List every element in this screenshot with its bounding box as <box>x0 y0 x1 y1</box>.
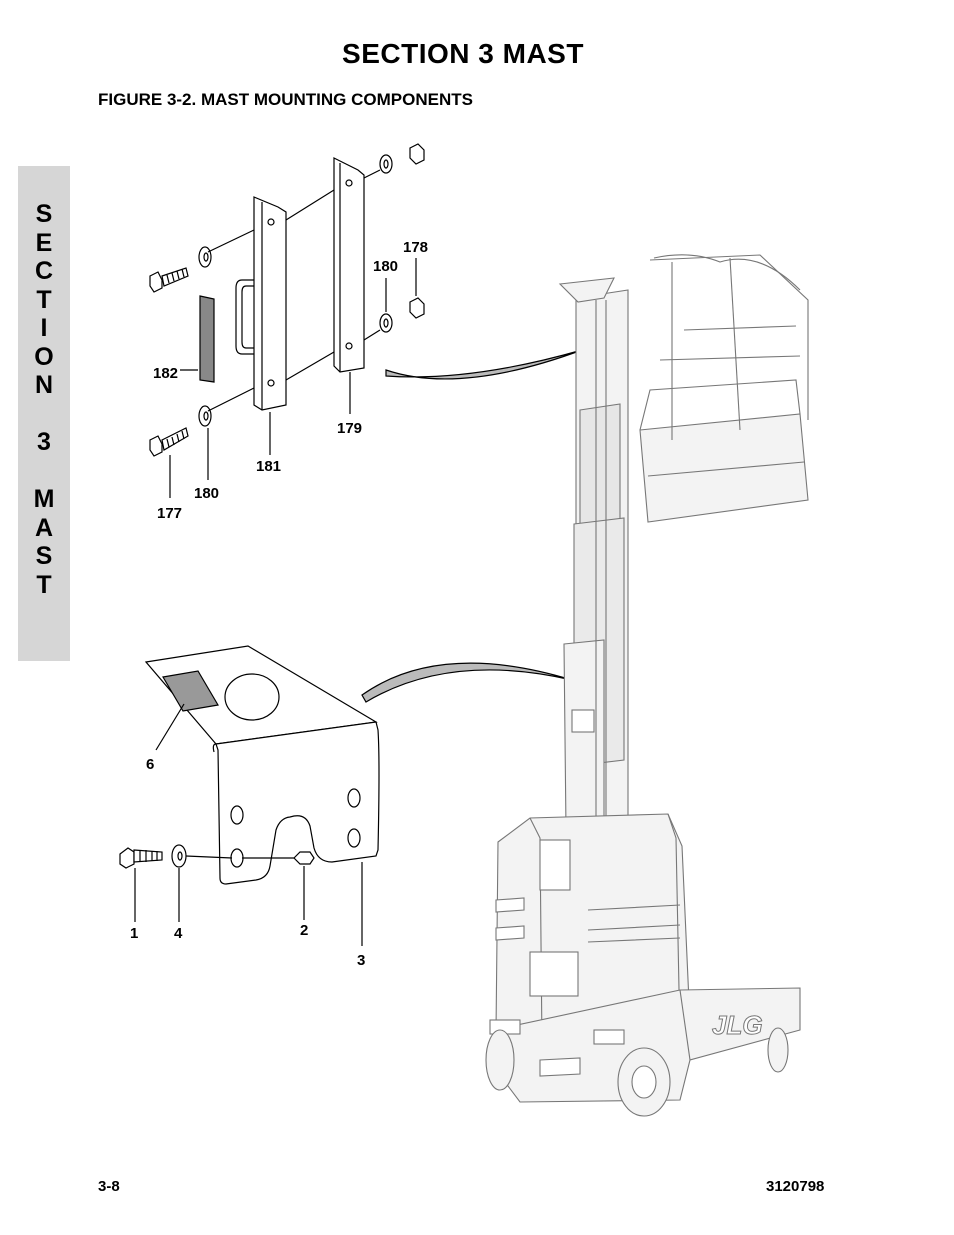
callout-2: 2 <box>300 922 308 939</box>
bolt-icon <box>149 427 189 457</box>
section-side-tab: S E C T I O N 3 M A S T <box>18 166 70 661</box>
side-tab-letter: S <box>35 542 53 570</box>
wheel <box>485 1029 515 1091</box>
control-box <box>563 639 605 831</box>
callout-177: 177 <box>157 505 182 522</box>
side-tab-letter: M <box>33 485 55 513</box>
lift-machine-illustration: JLG <box>485 254 809 1117</box>
callout-1: 1 <box>130 925 138 942</box>
document-number: 3120798 <box>766 1178 825 1195</box>
side-tab-letter: N <box>34 371 54 399</box>
lower-exploded-view <box>119 645 573 946</box>
side-tab-letter: S <box>35 200 53 228</box>
bolt-icon <box>149 267 189 293</box>
nut-icon <box>409 143 425 165</box>
callout-180: 180 <box>373 258 398 275</box>
side-tab-letter: C <box>34 257 54 285</box>
callout-179: 179 <box>337 420 362 437</box>
side-tab-letter: T <box>36 570 52 599</box>
nut-icon <box>293 851 315 865</box>
mounting-plate-179 <box>333 157 365 373</box>
side-tab-letters: S E C T I O N 3 M A S T <box>18 200 70 599</box>
side-tab-letter: I <box>40 314 48 342</box>
bolt-icon <box>119 847 163 869</box>
jlg-logo: JLG <box>712 1010 763 1040</box>
callout-labels: 178 180 182 179 181 180 177 6 1 4 2 3 <box>130 239 428 969</box>
wheel <box>767 1027 789 1073</box>
side-tab-letter: T <box>36 285 52 314</box>
decal-182 <box>199 295 215 383</box>
decal-6 <box>162 670 219 712</box>
callout-3: 3 <box>357 952 365 969</box>
side-tab-letter: O <box>34 342 54 371</box>
side-tab-letter: E <box>35 228 53 257</box>
callout-6: 6 <box>146 756 154 773</box>
callout-182: 182 <box>153 365 178 382</box>
nut-icon <box>409 297 425 319</box>
section-title: SECTION 3 MAST <box>342 38 584 69</box>
callout-180: 180 <box>194 485 219 502</box>
callout-178: 178 <box>403 239 428 256</box>
callout-181: 181 <box>256 458 281 475</box>
upper-exploded-view <box>149 143 583 498</box>
figure-title: FIGURE 3-2. MAST MOUNTING COMPONENTS <box>98 90 473 109</box>
mounting-plate-181 <box>253 196 287 411</box>
platform-basket <box>639 413 809 523</box>
page-number: 3-8 <box>98 1178 120 1195</box>
side-tab-letter: A <box>34 513 54 542</box>
callout-4: 4 <box>174 925 183 942</box>
side-tab-letter: 3 <box>37 428 51 456</box>
